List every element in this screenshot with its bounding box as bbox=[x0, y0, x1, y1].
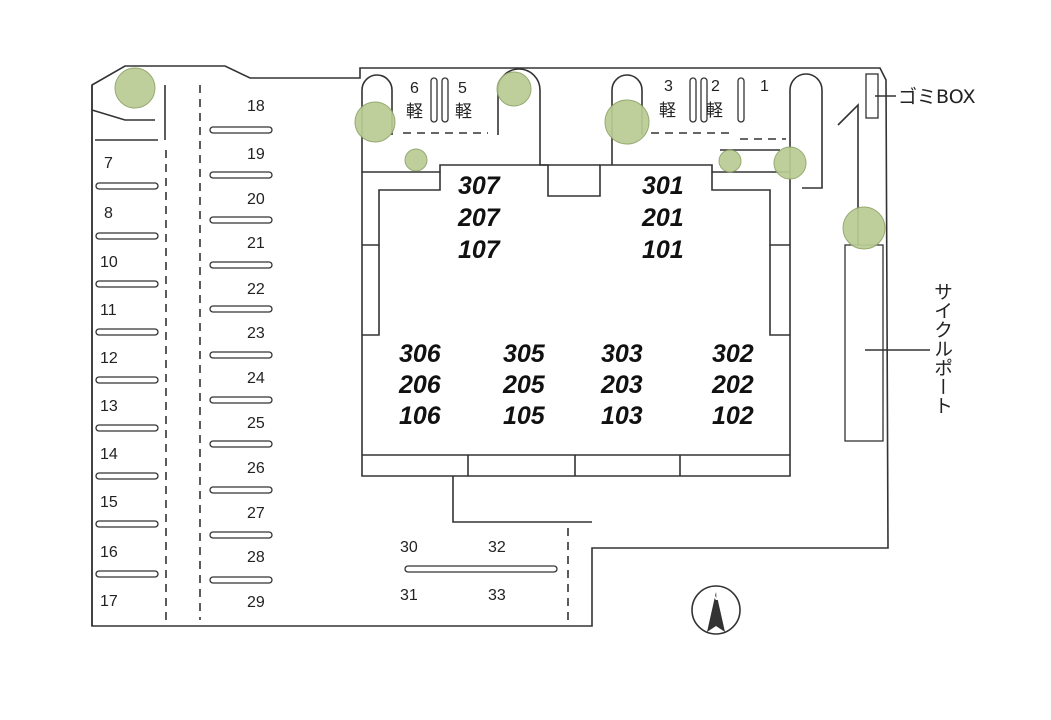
unit-107: 107 bbox=[458, 236, 501, 264]
unit-307: 307 bbox=[458, 172, 501, 200]
tree-icon bbox=[718, 149, 742, 173]
north-compass-icon: N bbox=[691, 585, 741, 635]
unit-numbers: 307 207 107 301 201 101 306 206 106 305 … bbox=[398, 172, 754, 430]
bottom-parking-boundary bbox=[452, 476, 592, 523]
unit-201: 201 bbox=[641, 204, 684, 232]
east-balcony bbox=[769, 245, 790, 336]
space-32: 32 bbox=[488, 539, 506, 556]
right-column-numbers: 18 19 20 21 22 23 24 25 26 27 28 29 bbox=[247, 98, 265, 611]
unit-102: 102 bbox=[712, 402, 754, 430]
space-21: 21 bbox=[247, 235, 265, 252]
space-26: 26 bbox=[247, 460, 265, 477]
building-inner-east bbox=[711, 172, 790, 246]
space-30: 30 bbox=[400, 539, 418, 556]
space-18: 18 bbox=[247, 98, 265, 115]
stall-divider bbox=[689, 77, 697, 123]
right-stall-dividers bbox=[209, 126, 273, 584]
stall-divider bbox=[430, 77, 438, 123]
garbage-box-label: ゴミBOX bbox=[898, 86, 975, 108]
left-column-numbers: 7 8 10 11 12 13 14 15 16 17 bbox=[100, 155, 118, 610]
space-25: 25 bbox=[247, 415, 265, 432]
building-outline bbox=[361, 164, 791, 477]
space-28: 28 bbox=[247, 549, 265, 566]
trees bbox=[114, 67, 886, 250]
kei-label-2: 軽 bbox=[706, 101, 723, 121]
space-14: 14 bbox=[100, 446, 118, 463]
space-16: 16 bbox=[100, 544, 118, 561]
space-20: 20 bbox=[247, 191, 265, 208]
stall-divider bbox=[441, 77, 449, 123]
space-17: 17 bbox=[100, 593, 118, 610]
space-12: 12 bbox=[100, 350, 118, 367]
unit-302: 302 bbox=[712, 340, 754, 368]
cycle-port bbox=[844, 244, 884, 442]
unit-306: 306 bbox=[399, 340, 442, 368]
unit-303: 303 bbox=[601, 340, 643, 368]
kei-label-6: 軽 bbox=[406, 102, 423, 122]
unit-206: 206 bbox=[398, 371, 442, 399]
tree-icon bbox=[496, 71, 532, 107]
unit-305: 305 bbox=[503, 340, 546, 368]
stall-divider bbox=[700, 77, 708, 123]
bottom-stall-divider bbox=[404, 565, 558, 573]
space-5: 5 bbox=[458, 80, 467, 97]
space-7: 7 bbox=[104, 155, 113, 172]
east-bay-outline-left bbox=[611, 74, 643, 165]
tree-icon bbox=[404, 148, 428, 172]
unit-103: 103 bbox=[601, 402, 643, 430]
west-bay-outline bbox=[361, 74, 393, 172]
kei-label-3: 軽 bbox=[659, 101, 676, 121]
unit-207: 207 bbox=[457, 204, 501, 232]
space-27: 27 bbox=[247, 505, 265, 522]
space-8: 8 bbox=[104, 205, 113, 222]
space-11: 11 bbox=[100, 302, 117, 319]
building-inner bbox=[362, 172, 441, 246]
unit-105: 105 bbox=[503, 402, 546, 430]
stall-divider bbox=[737, 77, 745, 123]
space-23: 23 bbox=[247, 325, 265, 342]
unit-101: 101 bbox=[642, 236, 684, 264]
cycle-port-label: サイクルポート bbox=[931, 282, 953, 415]
tree-icon bbox=[114, 67, 156, 109]
entrance-corner bbox=[91, 109, 155, 121]
space-31: 31 bbox=[400, 587, 418, 604]
tree-icon bbox=[354, 101, 396, 143]
space-15: 15 bbox=[100, 494, 118, 511]
cycle-port-roof bbox=[837, 103, 859, 245]
space-29: 29 bbox=[247, 594, 265, 611]
space-24: 24 bbox=[247, 370, 265, 387]
space-3: 3 bbox=[664, 78, 673, 95]
unit-202: 202 bbox=[711, 371, 754, 399]
kei-label-5: 軽 bbox=[455, 102, 472, 122]
space-2: 2 bbox=[711, 78, 720, 95]
tree-icon bbox=[773, 146, 807, 180]
west-balcony bbox=[362, 245, 380, 336]
site-boundary bbox=[91, 65, 889, 627]
space-1: 1 bbox=[760, 78, 769, 95]
space-19: 19 bbox=[247, 146, 265, 163]
unit-301: 301 bbox=[642, 172, 684, 200]
space-6: 6 bbox=[410, 80, 419, 97]
tree-icon bbox=[604, 99, 650, 145]
tree-icon bbox=[842, 206, 886, 250]
space-13: 13 bbox=[100, 398, 118, 415]
unit-106: 106 bbox=[399, 402, 442, 430]
left-stall-dividers bbox=[95, 182, 159, 578]
space-22: 22 bbox=[247, 281, 265, 298]
unit-203: 203 bbox=[600, 371, 643, 399]
unit-205: 205 bbox=[502, 371, 546, 399]
compass-label: N bbox=[710, 589, 719, 603]
east-bay-outline-right bbox=[789, 73, 823, 189]
space-33: 33 bbox=[488, 587, 506, 604]
space-10: 10 bbox=[100, 254, 118, 271]
